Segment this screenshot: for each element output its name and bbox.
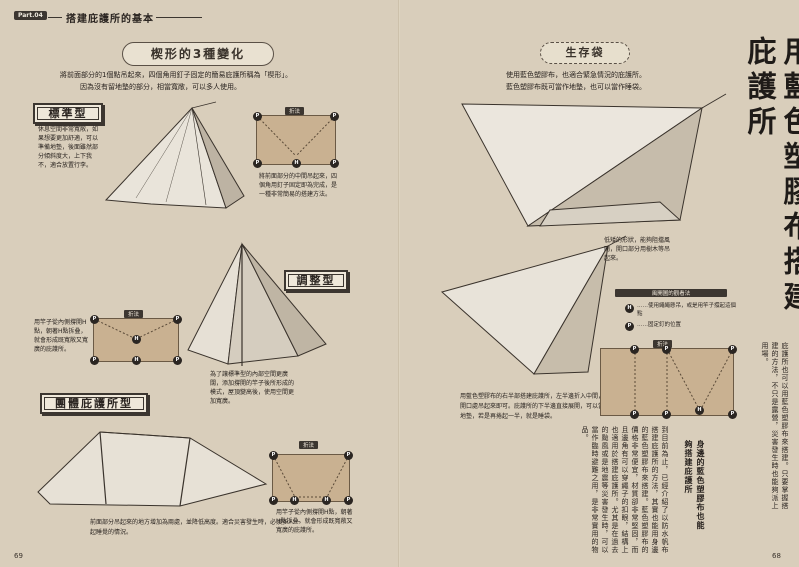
- page-number-left: 69: [14, 552, 23, 560]
- hang-point-icon: H: [290, 496, 299, 505]
- sub-title: 身邊的藍色塑膠布也能夠搭建庇護所: [684, 440, 705, 530]
- survival-fold-diagram: 折法 P P P P P P H: [600, 340, 737, 419]
- chapter-header: Part.04 搭建庇護所的基本: [14, 9, 204, 25]
- hang-point-icon: H: [132, 335, 141, 344]
- body-text: 到目前為止，已經介紹了以防水帆布搭建庇護所的方法，其實也能用身邊的藍色塑膠布來搭…: [581, 426, 669, 554]
- page-number-right: 68: [772, 552, 781, 560]
- right-page: 生存袋 使用藍色塑膠布，也適合緊急情況的庇護所。 藍色塑膠布既可當作地墊，也可以…: [400, 0, 799, 567]
- chapter-title: 搭建庇護所的基本: [66, 14, 154, 25]
- peg-icon: P: [630, 410, 639, 419]
- peg-icon: P: [728, 410, 737, 419]
- legend-box: 風開圖的觀看法 H ……使用繩繩懸吊，或是用竿子撐起這個點 P ……固定釘的位置: [615, 289, 737, 339]
- hang-point-icon: H: [625, 304, 634, 313]
- survival-diagram-label: 折法: [653, 340, 673, 348]
- peg-icon: P: [330, 159, 339, 168]
- adjusted-bottom-desc: 為了讓標準型的內部空間更廣闊，添加撐開的竿子後所形成的模式，屋頂變高後，使用空間…: [210, 371, 295, 405]
- group-diagram-label: 折法: [299, 441, 319, 449]
- legend-title: 風開圖的觀看法: [615, 289, 727, 297]
- survival-intro-2: 藍色塑膠布既可當作地墊，也可以當作睡袋。: [506, 83, 646, 91]
- legend-p-desc: ……固定釘的位置: [637, 322, 682, 328]
- peg-icon: P: [269, 496, 278, 505]
- group-bottom-desc: 前面部分吊起來的地方增加為兩處，並降低高度。適合災害發生時，必須多人一起睡覺的情…: [90, 519, 301, 536]
- survival-side-note: 低矮的形狀，能夠阻擋風雨，開口部分用樹木等吊起來。: [604, 237, 671, 262]
- peg-icon: P: [344, 496, 353, 505]
- peg-icon: P: [662, 345, 671, 354]
- standard-diagram-desc: 將前面部分的中間吊起來，四個角用釘子固定即為完成，是一種非常簡易的搭建方法。: [259, 173, 338, 198]
- peg-icon: P: [173, 315, 182, 324]
- group-right-desc: 用竿子從內側撐開H點，朝著H點拆叠，就會形成既寬敞又寬廣的庇護所。: [276, 509, 353, 534]
- standard-fold-diagram: 折法 P P P P H: [253, 107, 339, 168]
- survival-intro-1: 使用藍色塑膠布，也適合緊急情況的庇護所。: [506, 71, 646, 79]
- adjusted-left-desc: 用竿子從內側撐開H點，朝著H點拆叠，就會形成既寬敞又寬廣的庇護所。: [34, 319, 89, 353]
- peg-icon: P: [173, 356, 182, 365]
- standard-desc: 休息空間非常寬敞，如果想要更加舒適，可以準備地墊，後面雖然部分傾斜度大，上下我不…: [38, 126, 99, 169]
- survival-caption: 用藍色塑膠布的右半部搭建庇護所，左半邊折入中間，將開口處吊起來即可。庇護所的下半…: [460, 393, 611, 420]
- label-adjusted-type: 調整型: [284, 270, 348, 291]
- survival-shelter-illustration: [461, 93, 727, 227]
- hang-point-icon: H: [132, 356, 141, 365]
- peg-icon: P: [630, 345, 639, 354]
- adjusted-tent-illustration: [187, 242, 327, 366]
- peg-icon: P: [330, 112, 339, 121]
- label-standard-type: 標準型: [33, 103, 103, 124]
- adjusted-fold-diagram: 折法 P P P P H H: [90, 310, 182, 365]
- label-group-type: 團體庇護所型: [40, 393, 148, 414]
- left-page: Part.04 搭建庇護所的基本 楔形的3種變化 將前面部分的1個點吊起來，四個…: [0, 0, 399, 567]
- group-fold-diagram: 折法 P P P P H H: [269, 441, 353, 505]
- hang-point-icon: H: [695, 406, 704, 415]
- peg-icon: P: [253, 159, 262, 168]
- section-title-wedge: 楔形的3種變化: [122, 42, 274, 66]
- peg-icon: P: [625, 322, 634, 331]
- peg-icon: P: [662, 410, 671, 419]
- part-tag: Part.04: [14, 11, 47, 20]
- main-title: 用藍色塑膠布搭建庇護所: [743, 36, 799, 316]
- hang-point-icon: H: [322, 496, 331, 505]
- peg-icon: P: [344, 451, 353, 460]
- survival-bag-illustration: [440, 235, 627, 375]
- lead-text: 庇護所也可以用藍色塑膠布來搭建。只要掌握搭建的方法，不只是露營，災害發生時也能夠…: [761, 342, 789, 510]
- legend-h-desc: ……使用繩繩懸吊，或是用竿子撐起這個點: [637, 303, 737, 317]
- intro-line-2: 因為沒有留地墊的部分，相當寬敞，可以多人使用。: [80, 83, 241, 91]
- hang-point-icon: H: [292, 159, 301, 168]
- standard-tent-illustration: [104, 101, 245, 209]
- peg-icon: P: [728, 345, 737, 354]
- standard-diagram-label: 折法: [285, 107, 305, 115]
- group-tent-illustration: [37, 431, 268, 507]
- adjusted-diagram-label: 折法: [124, 310, 144, 318]
- peg-icon: P: [269, 451, 278, 460]
- intro-line-1: 將前面部分的1個點吊起來，四個角用釘子固定的簡易庇護所稱為「楔形」。: [60, 71, 292, 79]
- book-spine: [398, 0, 401, 567]
- peg-icon: P: [253, 112, 262, 121]
- peg-icon: P: [90, 356, 99, 365]
- section-title-survival-bag: 生存袋: [540, 42, 630, 64]
- peg-icon: P: [90, 315, 99, 324]
